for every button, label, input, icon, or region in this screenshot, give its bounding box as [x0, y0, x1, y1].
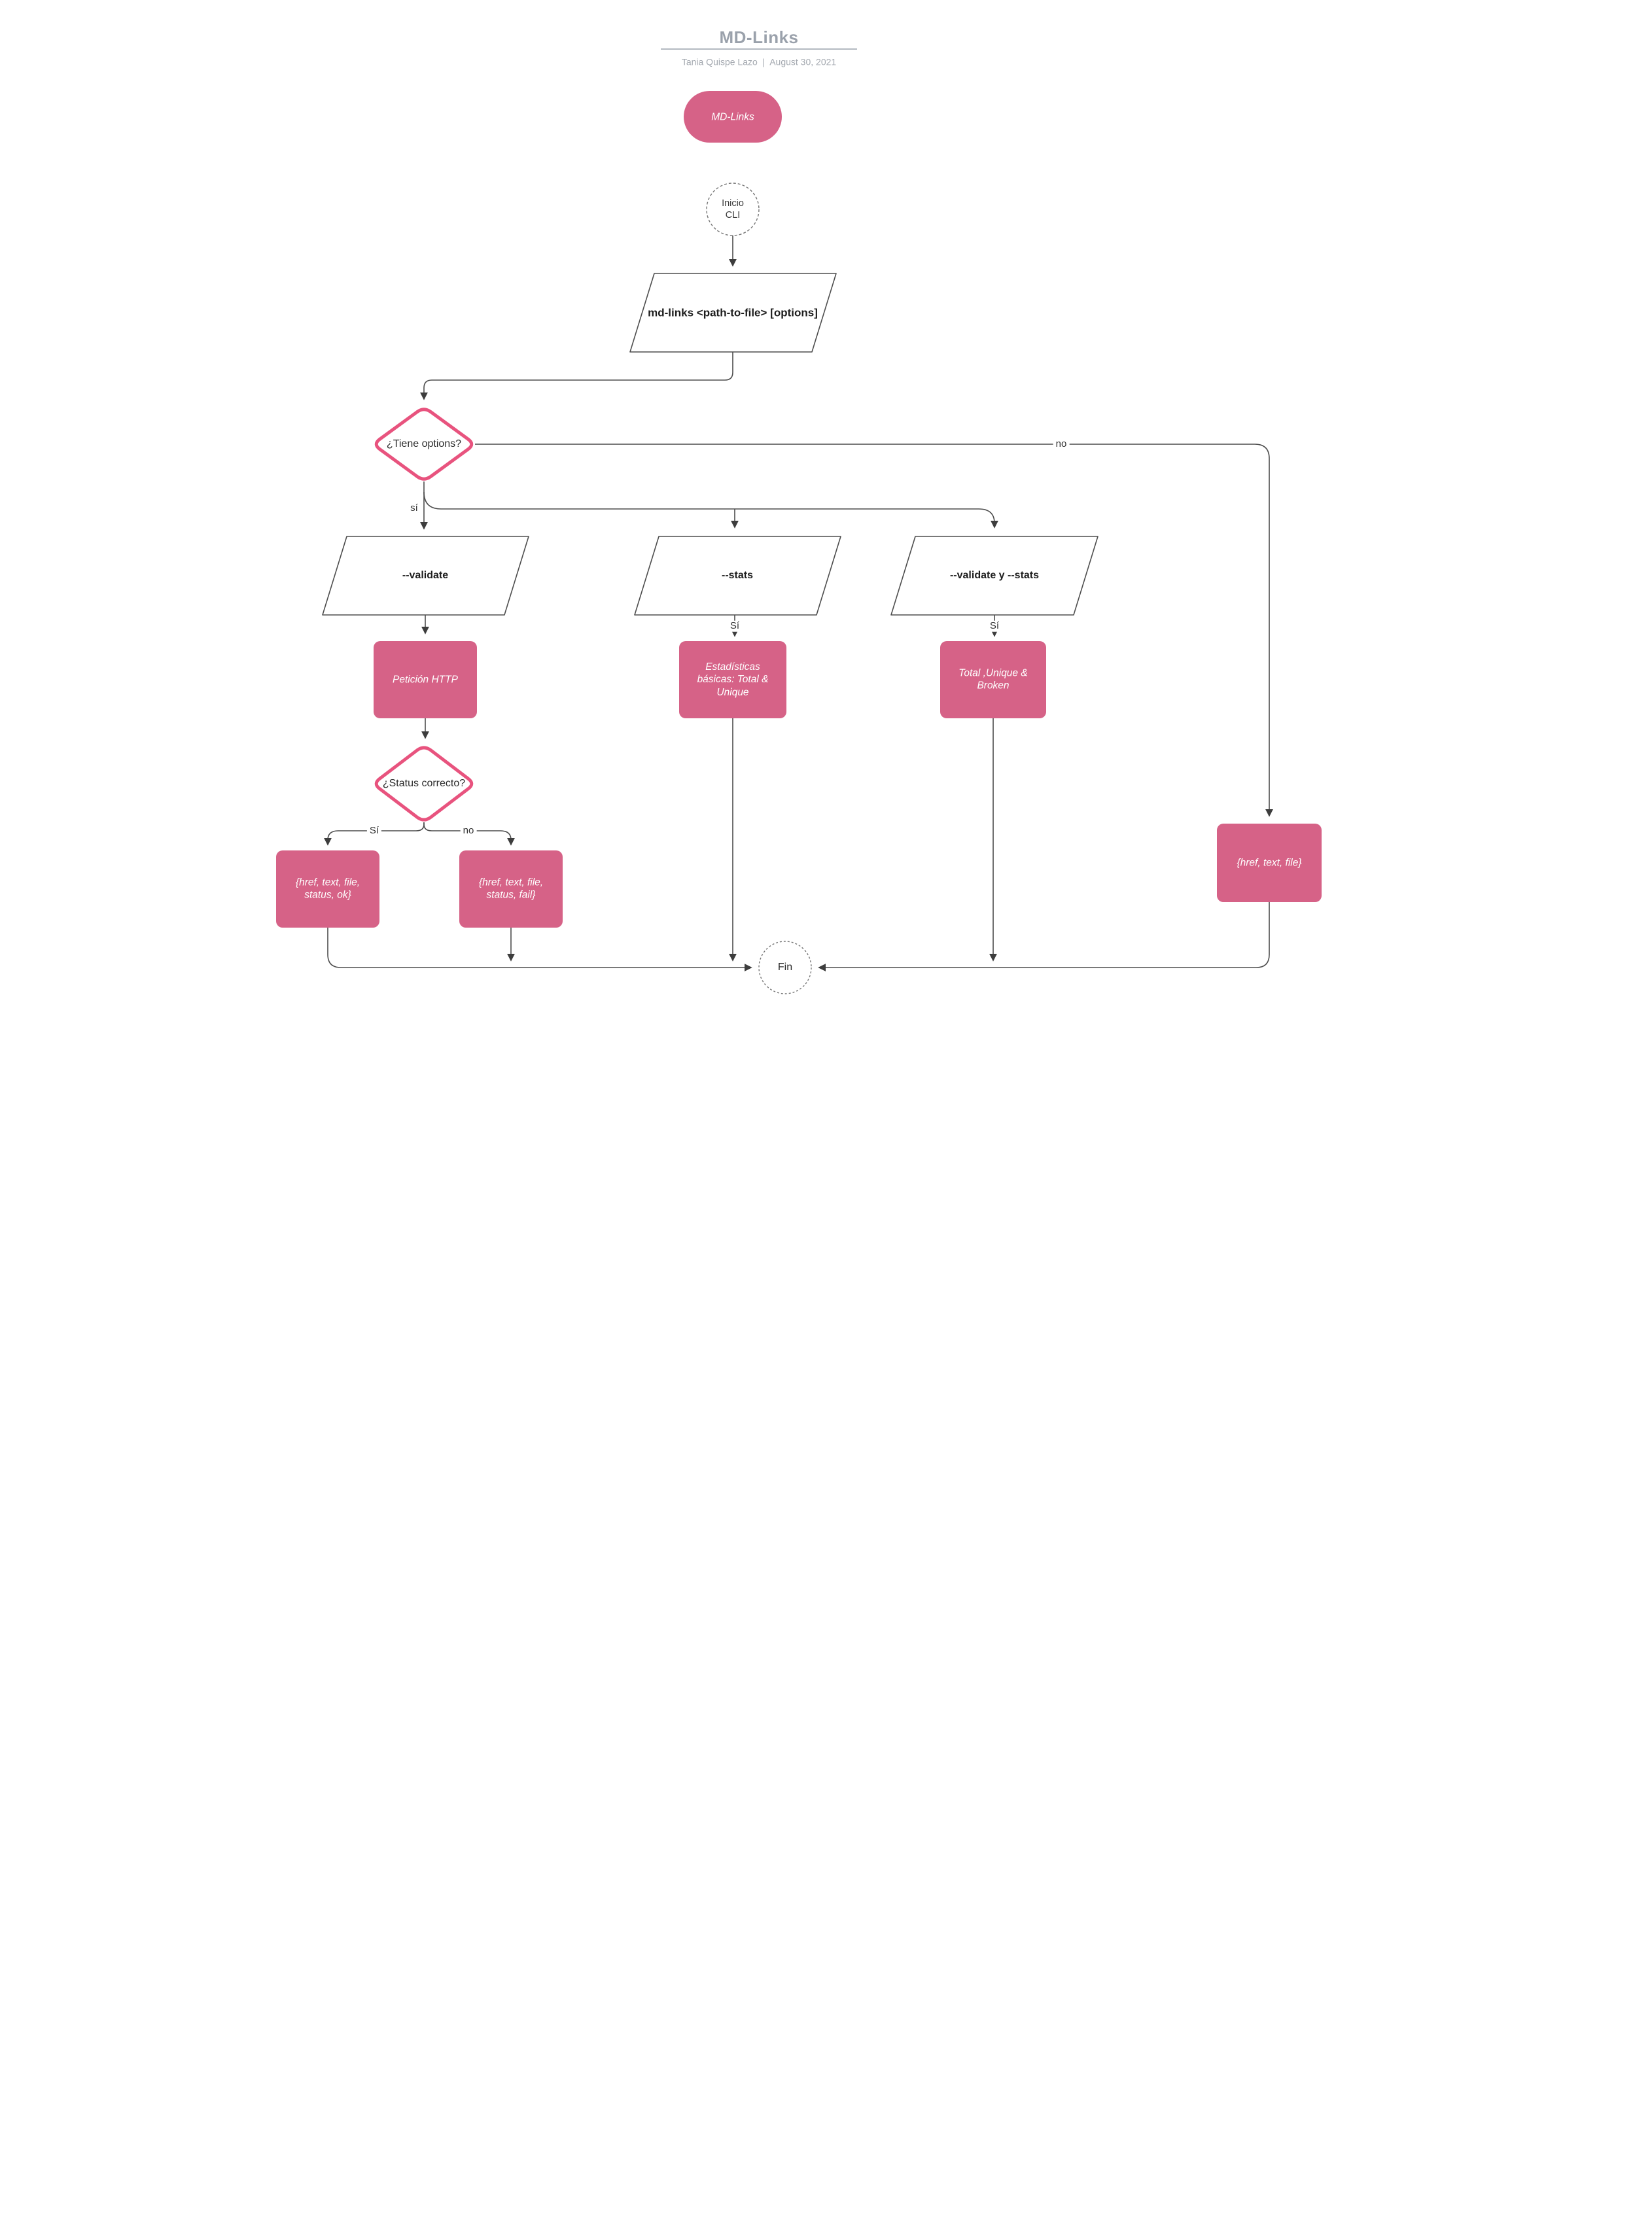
banner-label: MD-Links: [711, 111, 754, 123]
edge-ok-to-end: [327, 928, 752, 971]
stats-node: [634, 536, 841, 616]
edge-label-status-no: no: [460, 825, 477, 837]
decision-status-node: [374, 746, 474, 822]
stats-basic-label: Estadísticas básicas: Total & Unique: [697, 661, 769, 698]
start-label-line1: Inicio: [722, 198, 744, 209]
result-ok-node: [276, 850, 379, 928]
validate-label: --validate: [402, 570, 449, 581]
edge-label-options-no: no: [1053, 438, 1070, 450]
validate-stats-node: [890, 536, 1098, 616]
edge-label-status-yes: Sí: [366, 825, 382, 837]
result-plain-label: {href, text, file}: [1237, 857, 1302, 869]
result-fail-label: {href, text, file, status, fail}: [478, 877, 544, 901]
edge-plain-to-end: [818, 902, 1270, 971]
result-fail-node: [459, 850, 563, 928]
end-label: Fin: [777, 962, 793, 973]
edge-command-to-options: [420, 352, 733, 400]
total-unique-broken-label: Total ,Unique & Broken: [958, 667, 1028, 691]
result-ok-label: {href, text, file, status, ok}: [295, 877, 360, 901]
page-title: MD-Links: [719, 27, 799, 47]
decision-options-node: [374, 408, 474, 481]
stats-basic-node: [679, 641, 786, 718]
edge-label-stats-yes: Sí: [727, 620, 743, 632]
stats-label: --stats: [721, 570, 754, 581]
banner-node: [684, 91, 782, 143]
start-node: [706, 183, 760, 236]
edge-options-yes-branch: [423, 491, 998, 529]
edge-label-options-yes: sí: [408, 502, 421, 514]
command-label: md-links <path-to-file> [options]: [648, 306, 818, 319]
command-node: [629, 273, 837, 353]
edge-options-no: [475, 444, 1273, 817]
start-label: Inicio CLI: [722, 198, 744, 221]
validate-node: [322, 536, 529, 616]
end-node: [758, 941, 812, 994]
http-request-label: Petición HTTP: [393, 674, 458, 686]
http-request-node: [374, 641, 477, 718]
decision-status-label: ¿Status correcto?: [382, 778, 466, 789]
result-plain-node: [1217, 824, 1322, 902]
start-label-line2: CLI: [725, 210, 741, 220]
title-underline: [661, 48, 857, 50]
edge-label-validate-stats-yes: Sí: [987, 620, 1002, 632]
total-unique-broken-node: [940, 641, 1046, 718]
page-byline: Tania Quispe Lazo | August 30, 2021: [681, 56, 837, 67]
validate-stats-label: --validate y --stats: [949, 570, 1040, 581]
decision-options-label: ¿Tiene options?: [386, 438, 462, 449]
